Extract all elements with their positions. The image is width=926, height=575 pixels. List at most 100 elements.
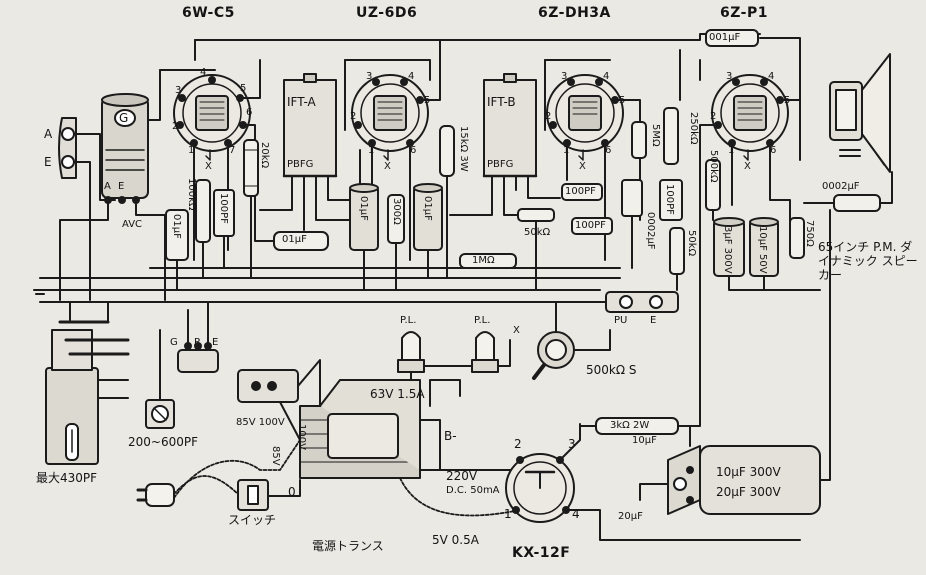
- t1-pin-5: 5: [240, 83, 247, 94]
- res-750: [789, 217, 805, 259]
- rect-pin-2: 2: [514, 437, 522, 451]
- wire-filter-up: [677, 259, 701, 427]
- pilot-rating-label: 63V 1.5A: [370, 387, 425, 401]
- pilot-x-label: X: [513, 325, 520, 336]
- t2-pin-3: 3: [366, 71, 373, 82]
- filter-cap-1-label: 10μF 300V: [716, 465, 781, 479]
- wire-ifta-p: [259, 189, 293, 211]
- cap-100pf-h2: [571, 217, 613, 235]
- ift-a-label: IFT-A: [287, 95, 316, 109]
- cap-0002uf-speaker-label: 0002μF: [822, 181, 860, 192]
- b-minus-label: B-: [444, 429, 457, 443]
- filter-cap-2-label: 20μF 300V: [716, 485, 781, 499]
- t4-pin-6: 6: [770, 145, 777, 156]
- wire-sel-100: [279, 401, 301, 441]
- wire-c01mid-left: [254, 199, 275, 242]
- pickup-e-label: E: [650, 315, 657, 326]
- res-50k-right: [669, 227, 685, 275]
- res-1m: [459, 253, 517, 269]
- wire-tr-fil: [399, 477, 521, 517]
- trimmer-capacitor: [145, 399, 175, 429]
- t3-pin-2: 2: [545, 111, 552, 122]
- cap-01uf-cyl1-label: 01μF: [358, 196, 369, 221]
- cord-plug-switch: [173, 475, 239, 495]
- res-5m-label: 5MΩ: [650, 124, 661, 147]
- rect-pin-3: 3: [568, 437, 576, 451]
- cap-3uf-label: 3μF 300V: [722, 226, 733, 274]
- power-switch-label: スイッチ: [228, 513, 277, 527]
- power-transformer-label: 電源トランス: [312, 539, 384, 553]
- pickup-terminal: [605, 291, 679, 313]
- antenna-e-label: E: [44, 155, 52, 169]
- tube-6z-dh3a: [546, 74, 624, 161]
- tube-6z-p1-title: 6Z-P1: [720, 5, 768, 21]
- pilot-lamp-2-label: P.L.: [474, 315, 491, 326]
- socket-g-label: G: [170, 337, 178, 348]
- res-50k-right-label: 50kΩ: [686, 230, 697, 257]
- res-5m: [631, 121, 647, 159]
- res-50k-left-label: 50kΩ: [524, 227, 551, 238]
- coil-a-label: A: [104, 181, 111, 192]
- cap-01uf-mid-label: 01μF: [282, 234, 307, 245]
- cap-0002uf-speaker: [833, 194, 881, 212]
- res-500k-label: 500kΩ: [708, 150, 719, 183]
- t3-pin-5: 5: [619, 95, 626, 106]
- coil-e-label: E: [118, 181, 125, 192]
- t4-pin-4: 4: [768, 71, 775, 82]
- wire-filter-right: [819, 209, 831, 481]
- ift-b-terminals: PBFG: [487, 159, 514, 170]
- pilot-lamp-1: [397, 331, 425, 373]
- tap-100v-label: 100V: [296, 424, 307, 450]
- wire-rect-3: [559, 423, 581, 461]
- rect-pin-4: 4: [572, 507, 580, 521]
- power-switch: [237, 479, 269, 511]
- wire-vol-right: [573, 329, 611, 351]
- wire-t4-pin2: [699, 124, 719, 261]
- hv-dc-label: D.C. 50mA: [446, 485, 500, 496]
- cap-100pf-h1: [561, 183, 603, 201]
- cap-10uf-small-label: 10μF: [632, 435, 657, 446]
- hv-label: 220V: [446, 469, 478, 483]
- socket-e-label: E: [212, 337, 219, 348]
- wire-t2-top: [344, 59, 431, 81]
- power-plug: [136, 483, 175, 507]
- cap-001uf-top-label: 001μF: [709, 32, 741, 43]
- t2-pin-2: 2: [350, 111, 357, 122]
- variable-capacitor: [45, 320, 130, 465]
- wire-top-rail: [194, 33, 761, 41]
- wire-b-minus: [429, 379, 461, 407]
- coil-g-label: G: [119, 111, 129, 125]
- t3-pin-6: 6: [605, 145, 612, 156]
- res-750-label: 750Ω: [804, 220, 815, 247]
- wire-c20-small: [639, 483, 669, 501]
- t1-pin-4: 4: [200, 67, 207, 78]
- wire-iftb-p: [449, 189, 493, 216]
- ift-a-terminals: PBFG: [287, 159, 314, 170]
- ift-a-can: [282, 73, 338, 191]
- antenna-terminal: [58, 117, 77, 179]
- wire-t1-left: [144, 69, 161, 121]
- pickup-pu-label: PU: [614, 315, 628, 326]
- cap-100pf-h2-label: 100PF: [575, 220, 606, 231]
- pilot-lamp-1-label: P.L.: [400, 315, 417, 326]
- cap-100pf-v2-label: 100PF: [664, 184, 675, 215]
- tube-6z-p1: [711, 74, 789, 161]
- filter-capacitor-block: [667, 445, 821, 515]
- t1-pin-6: 6: [246, 107, 253, 118]
- ift-b-label: IFT-B: [487, 95, 516, 109]
- wire-pl2-x: [497, 339, 511, 367]
- t2-pin-4: 4: [408, 71, 415, 82]
- tap-0-label: 0: [288, 485, 296, 499]
- socket-gpe: [177, 342, 219, 373]
- t3-pin-4: 4: [603, 71, 610, 82]
- cap-01uf-cyl2-label: 01μF: [422, 196, 433, 221]
- res-250k: [663, 107, 679, 165]
- ground-symbol: [33, 289, 47, 295]
- voltage-selector-label: 85V 100V: [236, 417, 285, 428]
- cap-0002uf-mid-label: 0002μF: [645, 212, 656, 250]
- cap-10uf-label: 10μF 50V: [757, 226, 768, 274]
- coil-avc-label: AVC: [122, 219, 143, 230]
- wire-t2-pin5: [419, 39, 441, 101]
- wire-rect-4: [565, 509, 801, 541]
- res-20k: [243, 139, 259, 197]
